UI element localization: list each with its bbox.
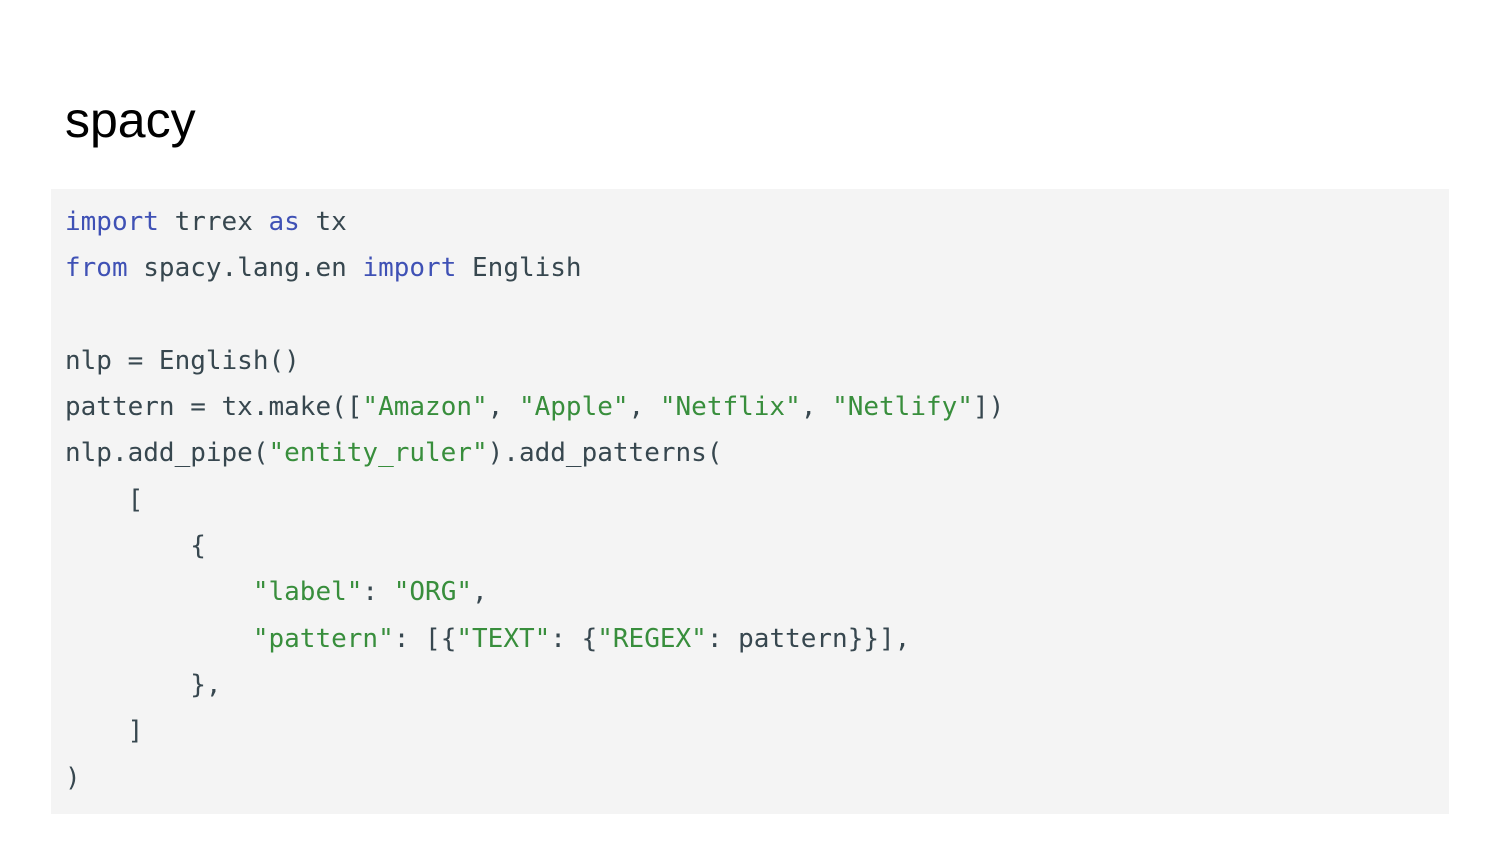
code-text: ]	[65, 716, 144, 747]
code-line	[65, 292, 1004, 338]
code-text: ,	[800, 392, 833, 423]
code-string: "TEXT"	[456, 623, 551, 654]
code-line: "pattern": [{"TEXT": {"REGEX": pattern}}…	[65, 616, 1004, 662]
code-keyword: import	[65, 207, 159, 237]
code-line: nlp = English()	[65, 338, 1004, 384]
code-text: :	[362, 577, 394, 608]
code-text: ])	[972, 392, 1005, 423]
code-line: )	[65, 755, 1004, 801]
slide-title: spacy	[65, 92, 196, 148]
code-text: ,	[487, 392, 519, 423]
code-string: "Netlify"	[832, 392, 973, 423]
code-text: spacy.lang.en	[127, 253, 363, 284]
code-text: pattern = tx.make([	[65, 392, 363, 423]
code-line: },	[65, 662, 1004, 708]
code-text: : pattern}}],	[706, 623, 911, 654]
code-string: "Netflix"	[659, 392, 801, 423]
code-line: ]	[65, 708, 1004, 754]
code-keyword: as	[268, 207, 300, 237]
code-string: "label"	[252, 577, 363, 608]
code-line: {	[65, 523, 1004, 569]
code-text: : [{	[393, 623, 457, 654]
code-text: ,	[472, 577, 488, 608]
code-text: nlp.add_pipe(	[65, 438, 269, 469]
code-text: tx	[299, 207, 347, 237]
code-string: "REGEX"	[597, 623, 707, 654]
code-line: from spacy.lang.en import English	[65, 245, 1004, 291]
code-string: "ORG"	[393, 577, 473, 608]
code-string: "pattern"	[252, 623, 394, 654]
code-text: ).add_patterns(	[487, 438, 723, 469]
code-text: },	[65, 669, 222, 700]
code-text: {	[65, 531, 206, 562]
code-text: trrex	[158, 207, 269, 237]
code-text: [	[65, 484, 144, 515]
code-string: "Apple"	[518, 392, 629, 423]
code-text	[65, 624, 253, 654]
code-line: [	[65, 477, 1004, 523]
code-line: nlp.add_pipe("entity_ruler").add_pattern…	[65, 430, 1004, 476]
code-text: )	[65, 762, 81, 793]
code-text: ,	[628, 392, 660, 423]
code-text	[65, 577, 253, 607]
code-line: pattern = tx.make(["Amazon", "Apple", "N…	[65, 384, 1004, 430]
code-text: nlp = English()	[65, 345, 300, 376]
code-text: : {	[550, 623, 598, 654]
code-text: English	[456, 253, 582, 284]
code-keyword: from	[65, 253, 128, 284]
code-keyword: import	[362, 253, 457, 284]
code-line: "label": "ORG",	[65, 569, 1004, 615]
code-line: import trrex as tx	[65, 199, 1004, 245]
code-string: "Amazon"	[362, 392, 488, 423]
code-string: "entity_ruler"	[268, 438, 488, 469]
